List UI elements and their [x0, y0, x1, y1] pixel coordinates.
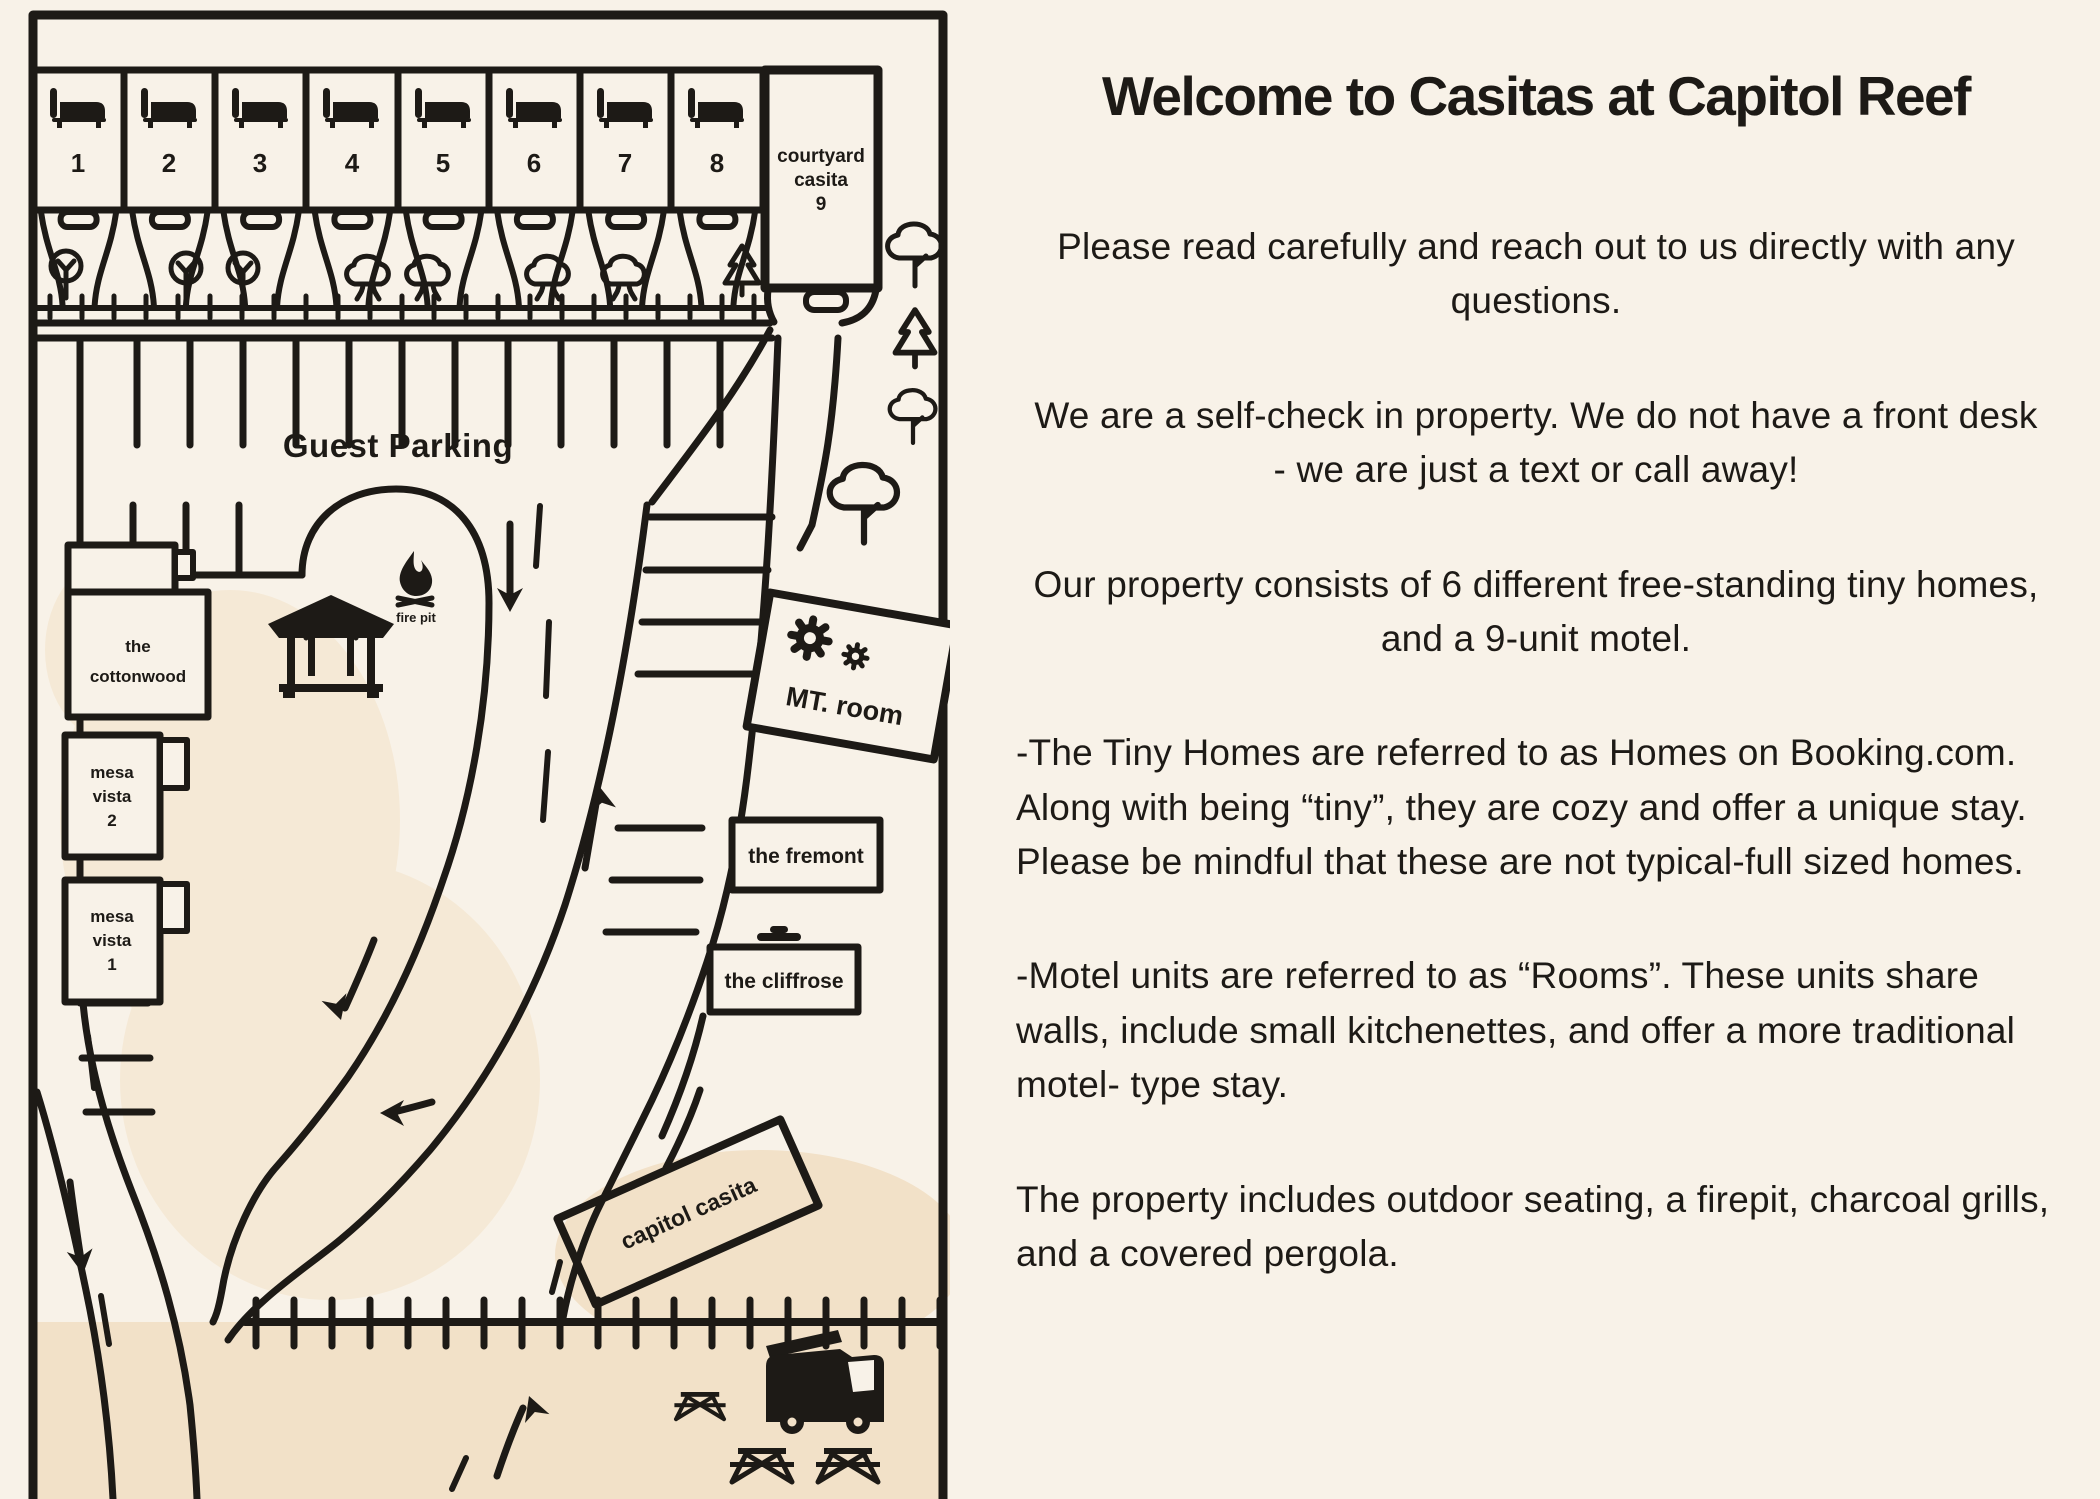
self-checkin-note: We are a self-check in property. We do n…: [1034, 394, 2038, 491]
round-tree-icon: [890, 390, 936, 443]
round-tree-icon: [830, 465, 897, 543]
maintenance-room: MT. room: [742, 588, 962, 764]
round-tree-icon: [171, 253, 201, 300]
fremont-label: the fremont: [748, 845, 864, 868]
pergola-icon: [268, 595, 394, 698]
property-site-map: 1 2 3 4 5 6 7 8: [0, 0, 965, 1499]
mesa-vista-1-label: vista: [93, 931, 132, 950]
cottonwood-label: cottonwood: [90, 667, 186, 686]
motel-rooms: 1 2 3 4 5 6 7 8: [29, 66, 767, 214]
guest-parking-lot: Guest Parking: [33, 319, 776, 579]
room-number: 6: [527, 148, 541, 178]
mesa-vista-2-label: 2: [107, 811, 116, 830]
the-cottonwood: the cottonwood: [64, 541, 212, 721]
fire-pit: fire pit: [395, 551, 437, 625]
round-tree-icon: [228, 253, 258, 300]
courtyard-casita-9: courtyard casita 9: [760, 65, 883, 293]
bushy-tree-icon: [527, 256, 569, 299]
room-number: 2: [162, 148, 176, 178]
flame-icon: [399, 551, 433, 596]
door-steps: [57, 209, 739, 230]
casita9-label: casita: [794, 170, 848, 191]
guest-parking-label: Guest Parking: [283, 427, 513, 464]
pine-tree-icon: [895, 310, 934, 366]
mesa-vista-2-label: vista: [93, 787, 132, 806]
bed-icon: [50, 88, 106, 128]
traffic-arrows: [66, 503, 616, 1492]
round-tree-icon: [51, 251, 81, 298]
room-number: 3: [253, 148, 267, 178]
central-loop-road: [209, 326, 774, 1344]
the-cliffrose: the cliffrose: [706, 943, 862, 1016]
room-3: 3: [211, 66, 310, 214]
page-title: Welcome to Casitas at Capitol Reef: [1102, 65, 1971, 127]
site-map-drawing: 1 2 3 4 5 6 7 8: [28, 10, 965, 1499]
cottonwood-label: the: [125, 637, 151, 656]
room-6: 6: [485, 66, 584, 214]
intro-note: Please read carefully and reach out to u…: [1057, 226, 2015, 322]
room-4: 4: [302, 66, 402, 214]
mesa-vista-1-label: mesa: [90, 907, 134, 926]
info-panel: Welcome to Casitas at Capitol Reef Pleas…: [950, 0, 2100, 1499]
room-2: 2: [120, 66, 219, 214]
room-8: 8: [667, 66, 767, 214]
bed-icon: [688, 88, 744, 128]
amenities-note: The property includes outdoor seating, a…: [1016, 1178, 2050, 1274]
room-number: 5: [436, 148, 450, 178]
casita9-label: 9: [816, 194, 827, 215]
round-tree-icon: [888, 224, 942, 286]
south-fence: [241, 1296, 944, 1350]
bed-icon: [415, 88, 471, 128]
mesa-vista-1: mesa vista 1: [61, 876, 190, 1006]
bed-icon: [232, 88, 288, 128]
property-border: [28, 10, 948, 1499]
mesa-vista-2: mesa vista 2: [61, 731, 190, 861]
room-number: 8: [710, 148, 724, 178]
room-1: 1: [29, 66, 128, 214]
motel-units-note: -Motel units are referred to as “Rooms”.…: [1016, 955, 2016, 1106]
room-number: 7: [618, 148, 632, 178]
mesa-vista-1-label: 1: [107, 955, 116, 974]
casita9-label: courtyard: [777, 146, 865, 167]
front-fence: [30, 293, 771, 321]
mesa-vista-2-label: mesa: [90, 763, 134, 782]
bed-icon: [597, 88, 653, 128]
room-5: 5: [394, 66, 493, 214]
food-truck-icon: [766, 1330, 884, 1434]
unit-walkways: [38, 209, 758, 309]
room-number: 1: [71, 148, 85, 178]
property-overview: Our property consists of 6 different fre…: [1033, 563, 2039, 659]
bed-icon: [506, 88, 562, 128]
tiny-homes-note: -The Tiny Homes are referred to as Homes…: [1016, 732, 2027, 882]
room-number: 4: [345, 148, 360, 178]
bed-icon: [141, 88, 197, 128]
cliffrose-label: the cliffrose: [724, 970, 843, 993]
fire-pit-label: fire pit: [396, 610, 436, 625]
bed-icon: [323, 88, 379, 128]
room-7: 7: [576, 66, 675, 214]
the-fremont: the fremont: [728, 816, 884, 894]
